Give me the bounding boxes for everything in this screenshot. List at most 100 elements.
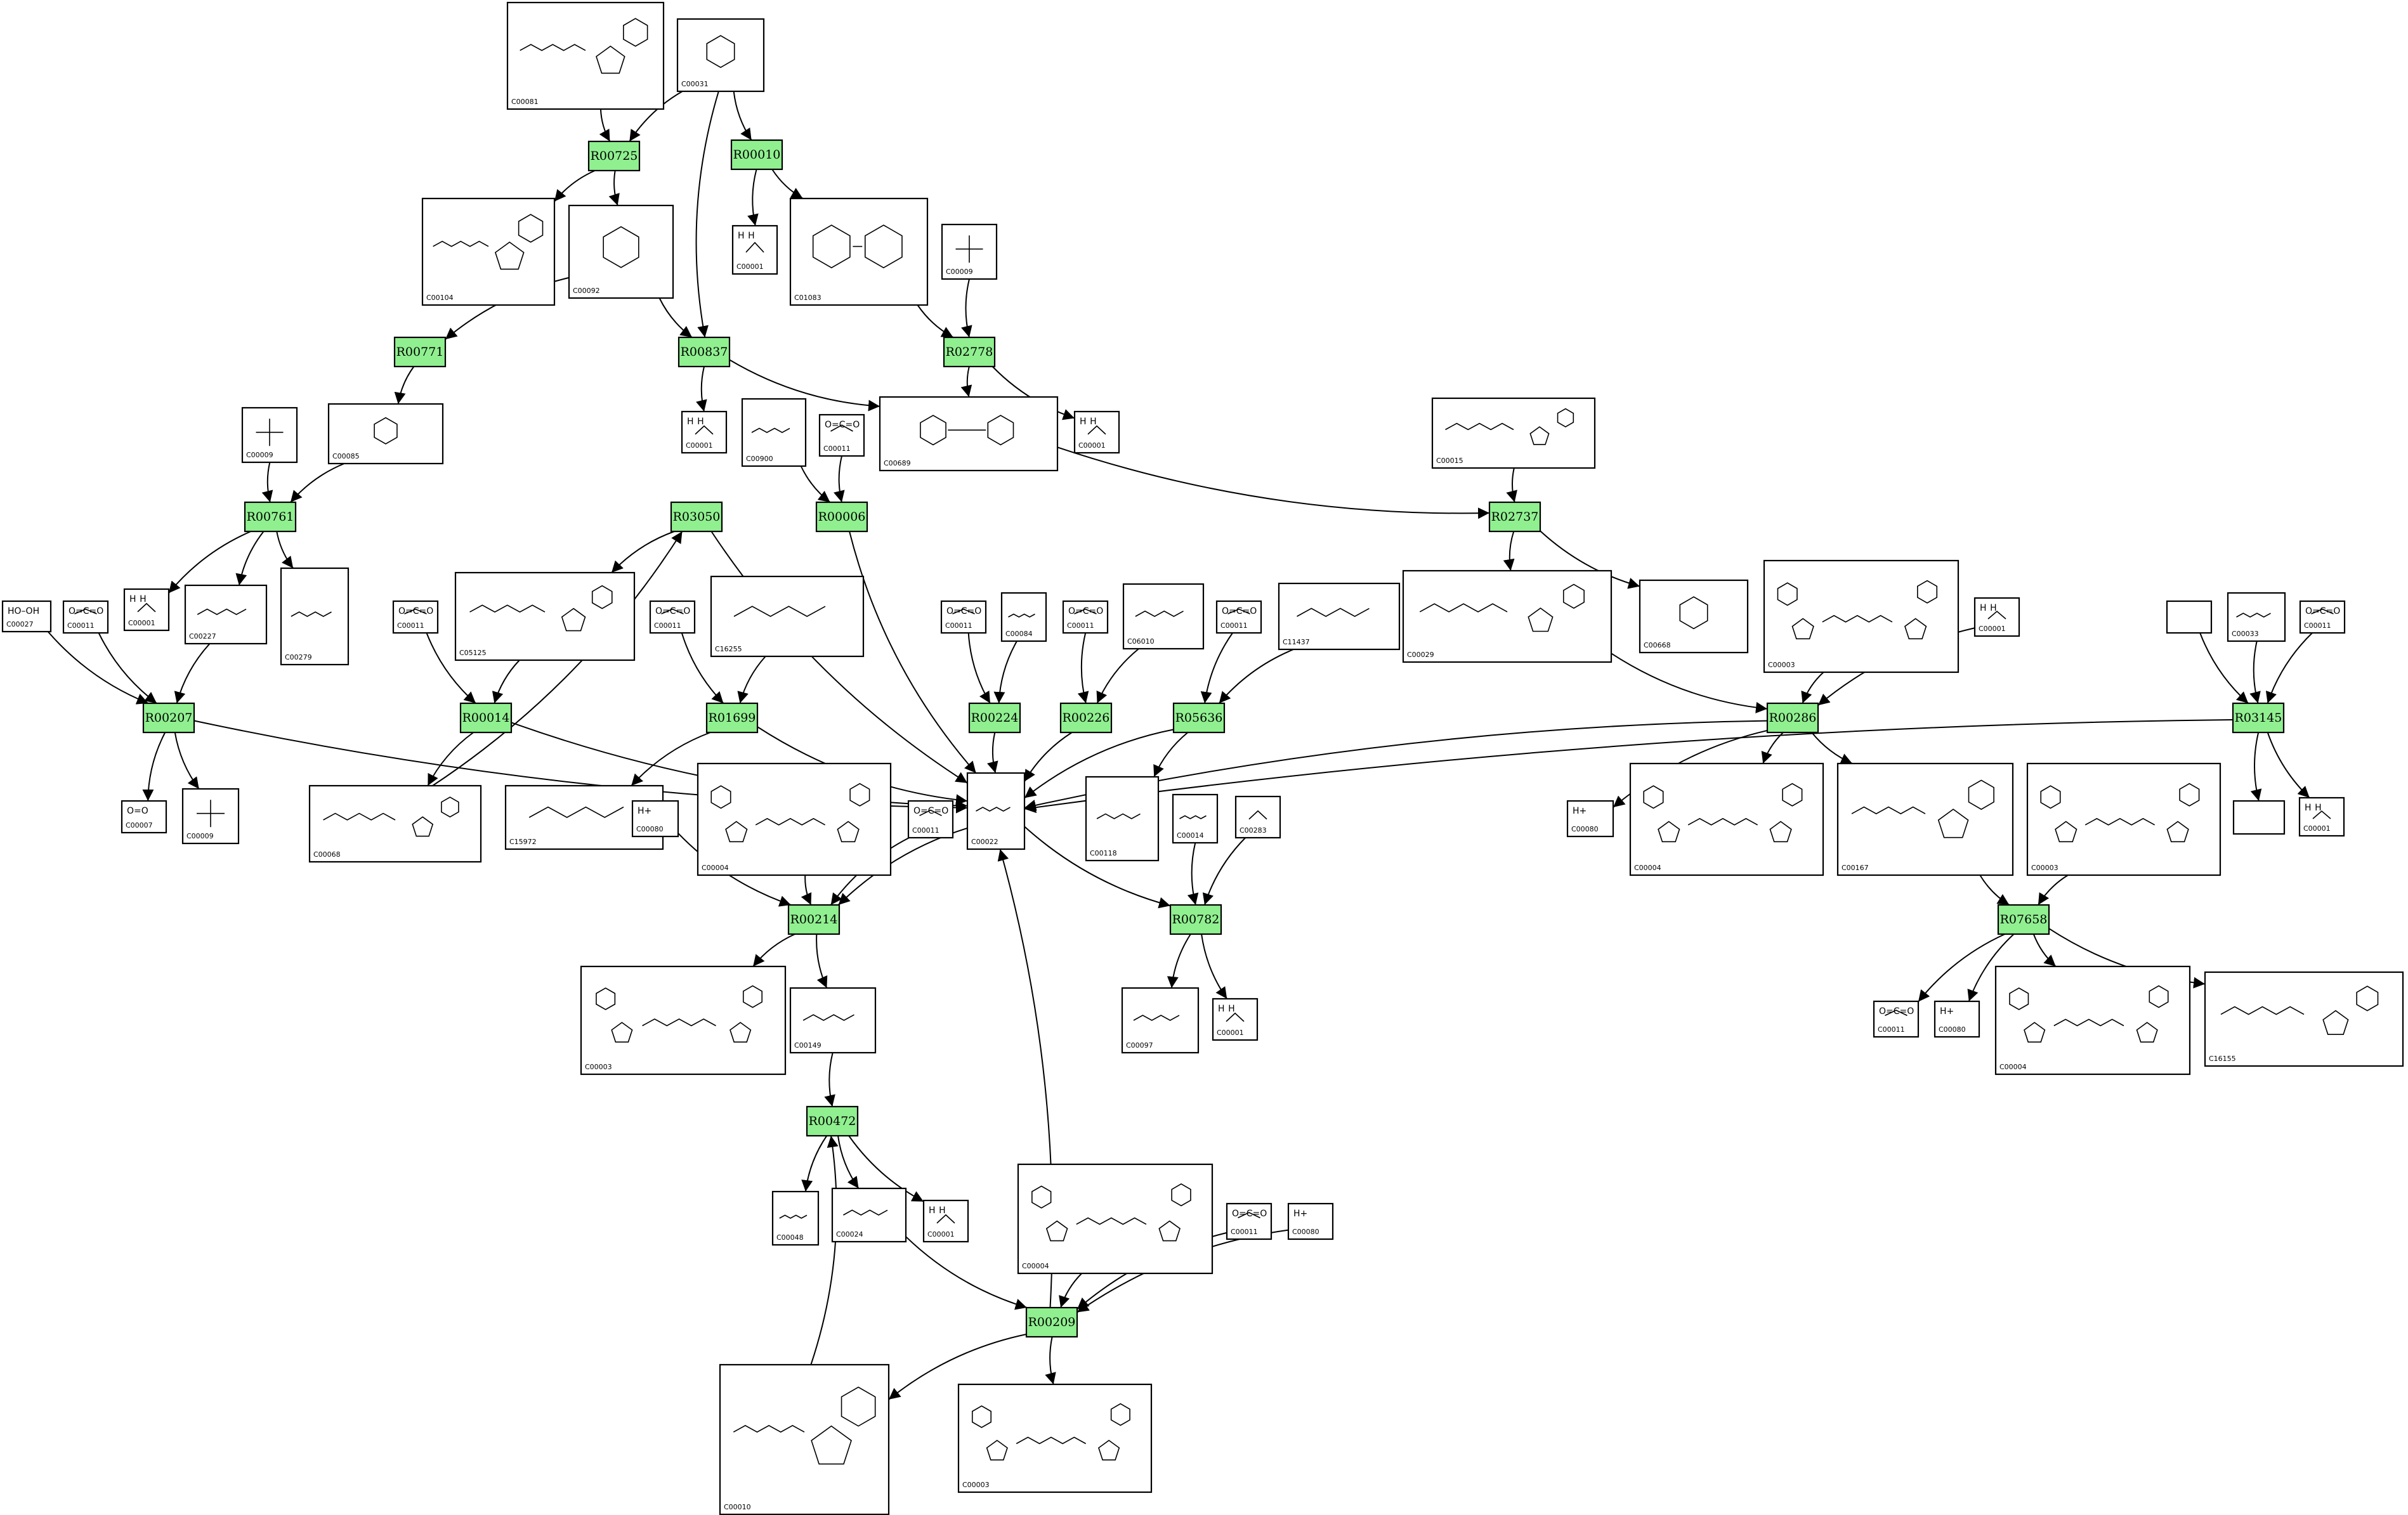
edge-C00149-R00472 (824, 1052, 835, 1107)
compound-C00080c[interactable]: H+C00080 (1934, 1000, 1980, 1038)
compound-C00004a[interactable]: C00004 (697, 762, 892, 876)
compound-C00092[interactable]: C00092 (568, 204, 674, 299)
compound-C00080d[interactable]: H+C00080 (1287, 1202, 1334, 1240)
compound-C00084[interactable]: C00084 (1000, 592, 1047, 642)
compound-C00003d[interactable]: C00003 (957, 1383, 1153, 1493)
compound-Cblank1[interactable] (2166, 600, 2213, 634)
compound-C00029[interactable]: C00029 (1402, 569, 1613, 663)
compound-C00003b[interactable]: C00003 (2026, 762, 2222, 876)
reaction-R05636[interactable]: R05636 (1172, 702, 1226, 734)
reaction-R00014[interactable]: R00014 (459, 702, 513, 734)
compound-C01083[interactable]: C01083 (789, 197, 929, 306)
reaction-R03145[interactable]: R03145 (2232, 702, 2285, 734)
compound-C00009c[interactable]: C00009 (181, 788, 240, 845)
compound-C00118[interactable]: C00118 (1085, 776, 1160, 862)
edge-R00207-C00009c (174, 732, 200, 790)
reaction-R00771[interactable]: R00771 (393, 336, 447, 368)
compound-C00080b[interactable]: H+C00080 (1566, 800, 1614, 838)
reaction-R00224[interactable]: R00224 (968, 702, 1021, 734)
edge-R05636-C00022 (1024, 729, 1174, 799)
reaction-R00725[interactable]: R00725 (587, 140, 641, 172)
compound-C00900[interactable]: C00900 (741, 398, 807, 467)
reaction-R07658[interactable]: R07658 (1997, 904, 2050, 935)
compound-C00689[interactable]: C00689 (879, 396, 1059, 472)
reaction-R00761[interactable]: R00761 (244, 501, 297, 533)
compound-C00283[interactable]: C00283 (1234, 795, 1281, 839)
compound-C16155[interactable]: C16155 (2204, 971, 2404, 1067)
compound-C00014[interactable]: C00014 (1172, 793, 1219, 844)
reaction-R00472[interactable]: R00472 (806, 1105, 859, 1137)
reaction-R03050[interactable]: R03050 (670, 501, 723, 533)
edge-R00209-C00003d (1045, 1336, 1056, 1385)
reaction-R00286[interactable]: R00286 (1766, 702, 1819, 734)
compound-C00031[interactable]: C00031 (676, 18, 765, 93)
compound-C00085[interactable]: C00085 (327, 403, 444, 465)
reaction-R02737[interactable]: R02737 (1488, 501, 1541, 533)
reaction-R02778[interactable]: R02778 (943, 336, 996, 368)
compound-C00104[interactable]: C00104 (421, 197, 556, 306)
reaction-R00214[interactable]: R00214 (787, 904, 841, 935)
compound-C00227[interactable]: C00227 (184, 584, 268, 645)
compound-C16255[interactable]: C16255 (710, 575, 865, 658)
reaction-R00782[interactable]: R00782 (1169, 904, 1222, 935)
edge-R00014-C00068 (427, 732, 474, 786)
compound-C00068[interactable]: C00068 (308, 784, 482, 863)
compound-formula-text: O=C=O (1068, 606, 1103, 616)
edge-R00725-C00104 (554, 170, 596, 202)
compound-C00009a[interactable]: C00009 (941, 223, 998, 280)
reaction-R01699[interactable]: R01699 (705, 702, 759, 734)
compound-C00024[interactable]: C00024 (831, 1187, 907, 1243)
compound-C00022[interactable]: C00022 (966, 772, 1026, 850)
compound-C00004d[interactable]: C00004 (1017, 1163, 1214, 1275)
reaction-R00209[interactable]: R00209 (1025, 1306, 1078, 1338)
compound-C06010[interactable]: C06010 (1122, 583, 1205, 650)
compound-C00668[interactable]: C00668 (1639, 579, 1749, 654)
compound-C00015[interactable]: C00015 (1431, 397, 1596, 469)
compound-C00167[interactable]: C00167 (1836, 762, 2014, 876)
compound-C00003a[interactable]: C00003 (1763, 559, 1960, 673)
compound-C11437[interactable]: C11437 (1278, 582, 1401, 651)
compound-C00097[interactable]: C00097 (1121, 987, 1200, 1054)
compound-C00010[interactable]: C00010 (719, 1363, 890, 1515)
reaction-R00207[interactable]: R00207 (142, 702, 195, 734)
compound-C00033[interactable]: C00033 (2227, 592, 2286, 642)
reaction-R00837[interactable]: R00837 (677, 336, 731, 368)
edge-R00010-C01083 (771, 169, 804, 199)
compound-C00004b[interactable]: C00004 (1629, 762, 1824, 876)
compound-C00003c[interactable]: C00003 (580, 965, 787, 1076)
compound-C00004c[interactable]: C00004 (1994, 965, 2191, 1076)
reaction-R00226[interactable]: R00226 (1059, 702, 1113, 734)
reaction-R00010[interactable]: R00010 (730, 139, 783, 171)
reaction-R00006[interactable]: R00006 (815, 501, 868, 533)
compound-Cblank2[interactable] (2232, 800, 2286, 835)
compound-C00149[interactable]: C00149 (789, 987, 877, 1054)
compound-C05125[interactable]: C05125 (454, 571, 636, 661)
edge-C00003b-R07658 (2038, 875, 2069, 906)
compound-C00081[interactable]: C00081 (506, 1, 665, 110)
compound-C00048[interactable]: C00048 (771, 1190, 820, 1246)
compound-C00009b[interactable]: C00009 (241, 406, 298, 464)
compound-C00080a[interactable]: H+C00080 (631, 800, 679, 838)
compound-C00279[interactable]: C00279 (280, 567, 350, 666)
